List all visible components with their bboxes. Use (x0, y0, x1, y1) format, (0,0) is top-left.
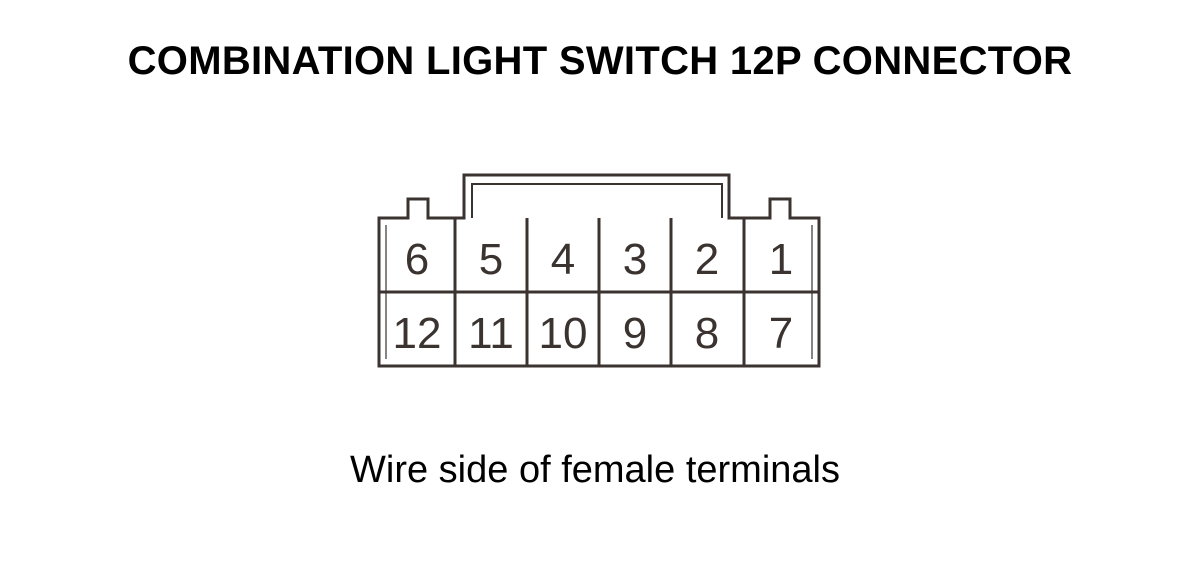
diagram-title: COMBINATION LIGHT SWITCH 12P CONNECTOR (127, 39, 1073, 83)
terminal-number: 11 (468, 309, 514, 358)
terminal-number: 1 (769, 235, 793, 284)
housing-key-inner (471, 183, 723, 218)
diagram-caption: Wire side of female terminals (350, 449, 840, 491)
terminal-number: 9 (623, 309, 647, 358)
terminal-number: 7 (769, 309, 793, 358)
terminal-number: 6 (405, 235, 429, 284)
terminal-numbers: 6 5 4 3 2 1 12 11 10 9 8 7 (393, 235, 794, 358)
terminal-number: 4 (551, 235, 575, 284)
terminal-number: 5 (479, 235, 503, 284)
terminal-number: 10 (539, 309, 588, 358)
terminal-number: 2 (695, 235, 719, 284)
connector-housing (377, 173, 821, 368)
housing-outline (377, 173, 821, 368)
terminal-number: 12 (393, 309, 442, 358)
terminal-number: 8 (695, 309, 719, 358)
terminal-number: 3 (623, 235, 647, 284)
